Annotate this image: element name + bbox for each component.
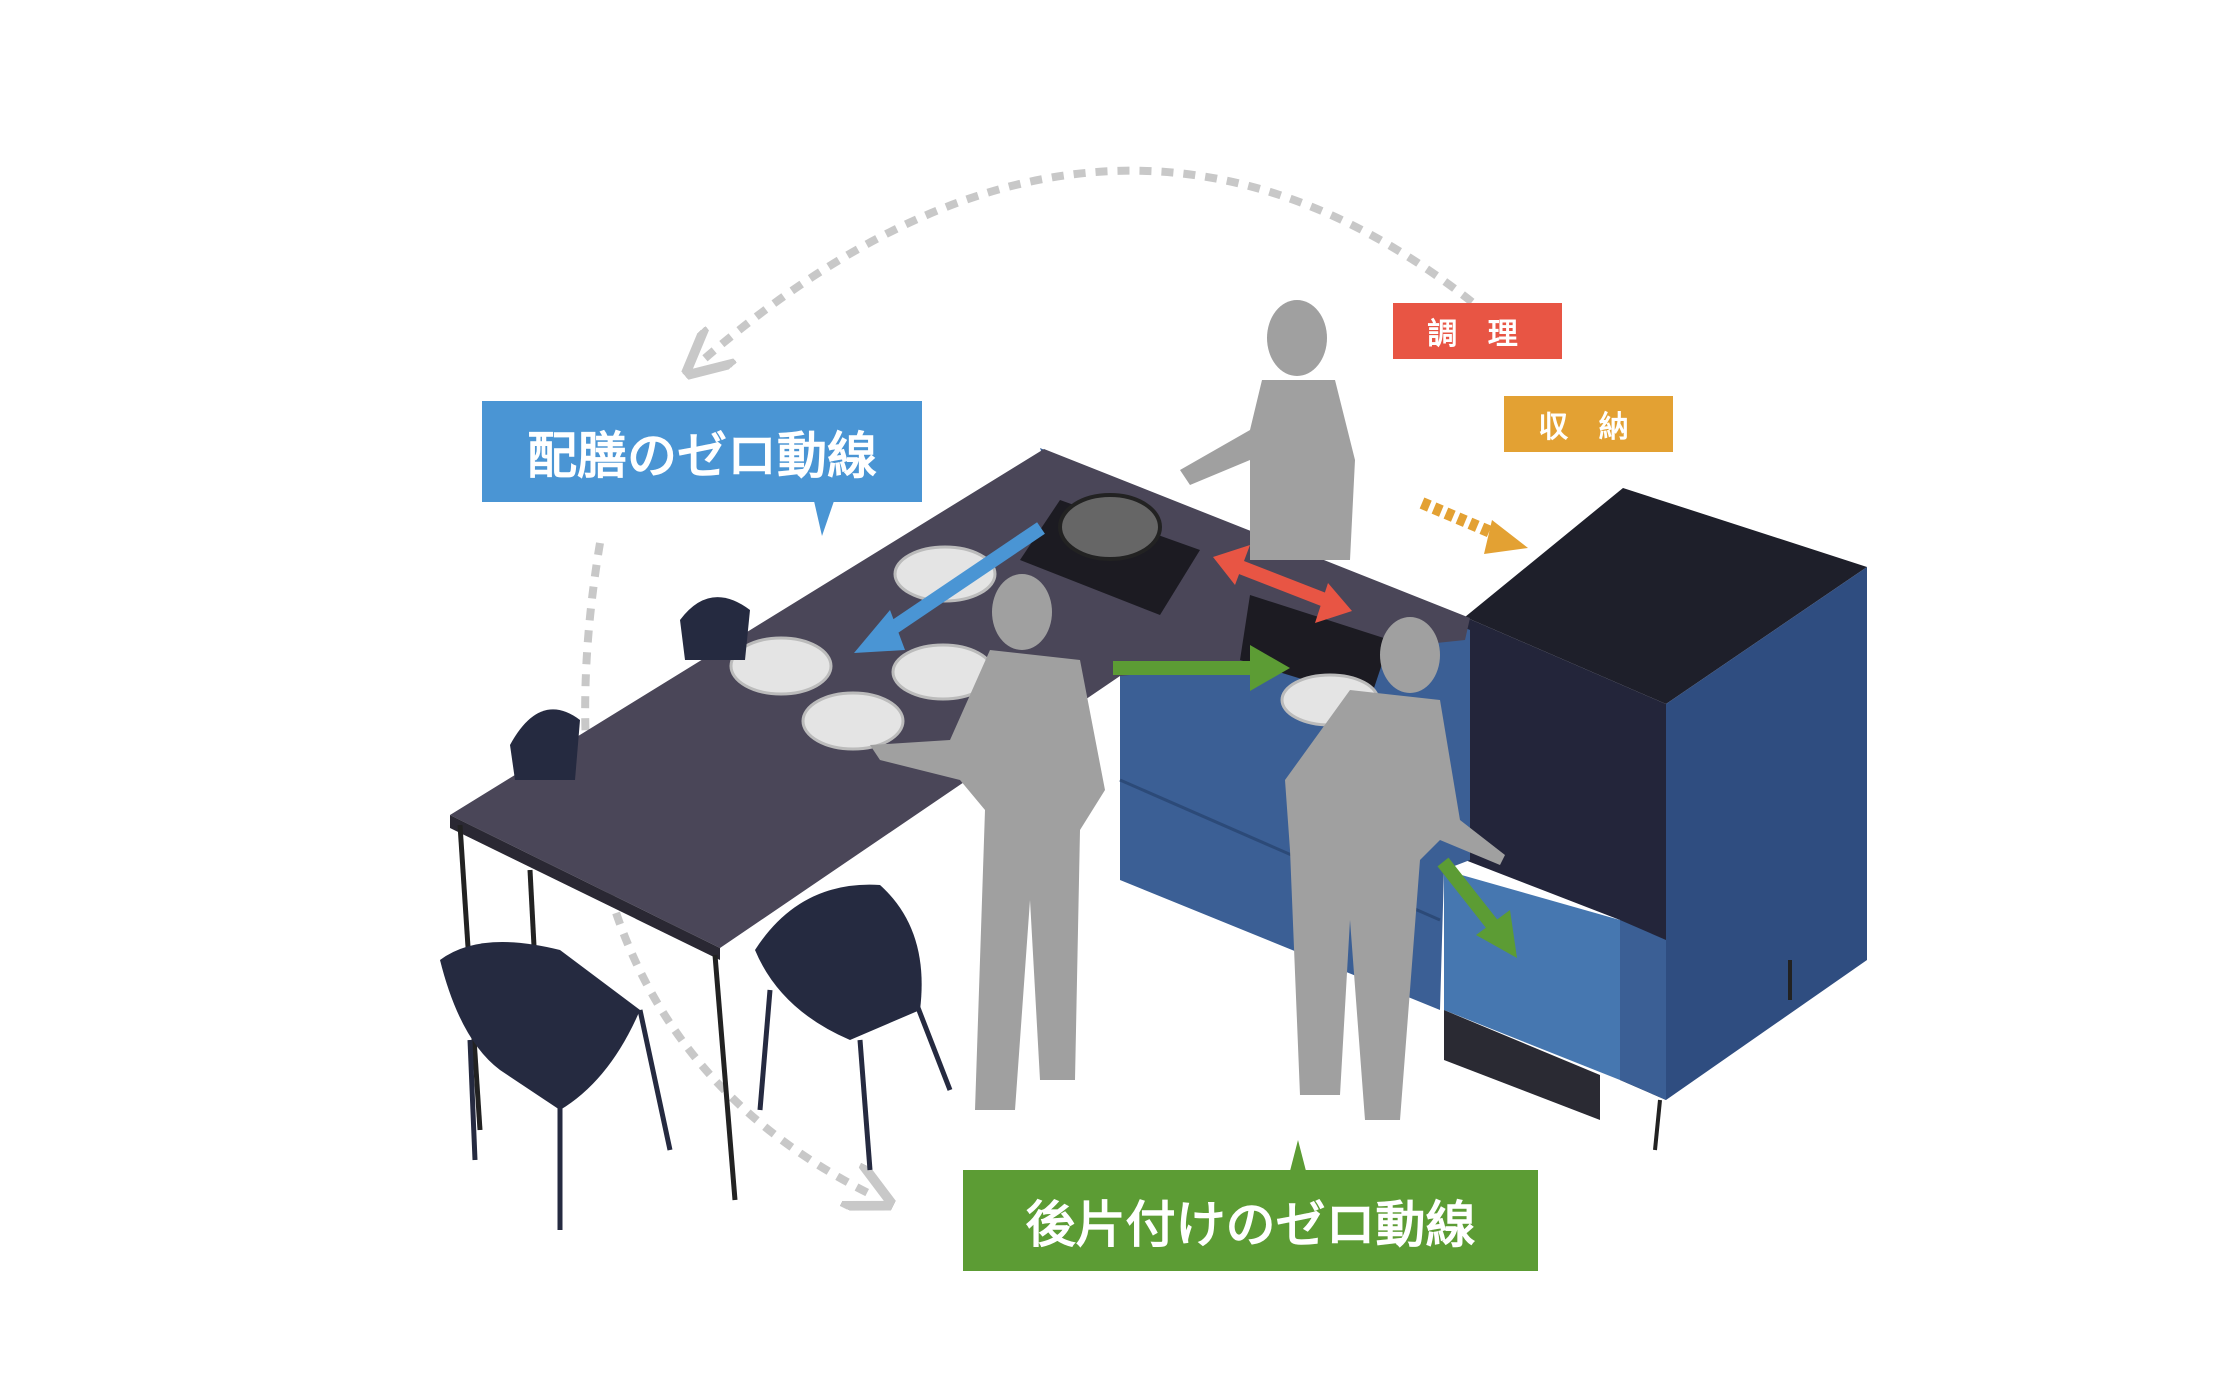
cleanup-arrow-down xyxy=(1437,857,1501,933)
serving-arrow xyxy=(871,522,1045,646)
motion-arrows xyxy=(854,497,1528,958)
cooking-label: 調 理 xyxy=(1393,303,1562,359)
person-cooking xyxy=(1180,300,1355,560)
tall-storage-unit xyxy=(1465,488,1867,1151)
serving-zero-path-callout: 配膳のゼロ動線 xyxy=(482,401,922,536)
storage-arrow xyxy=(1419,497,1503,542)
person-figures xyxy=(870,300,1505,1120)
cleanup-zero-path-callout: 後片付けのゼロ動線 xyxy=(963,1140,1538,1271)
person-cleaning xyxy=(1285,617,1505,1120)
plates xyxy=(729,545,1380,751)
cooking-arrow xyxy=(1232,558,1333,609)
person-serving xyxy=(870,574,1105,1110)
dashed-cycle-arc-left xyxy=(581,542,872,1195)
dining-chairs xyxy=(440,597,953,1230)
dashed-cycle-arc-top xyxy=(703,166,1475,360)
frying-pan xyxy=(1058,493,1162,561)
storage-label: 収 納 xyxy=(1504,396,1673,452)
